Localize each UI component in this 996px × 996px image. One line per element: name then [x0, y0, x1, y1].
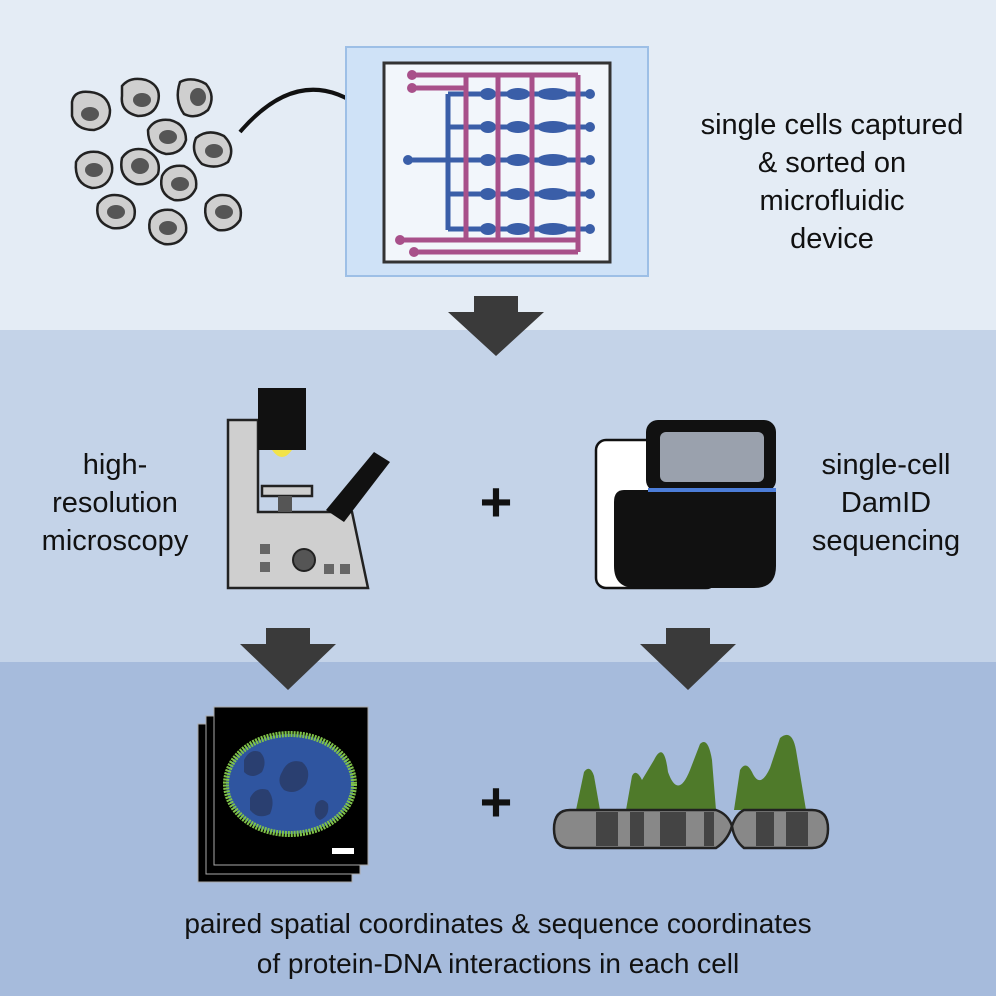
- microscopy-label: high- resolution microscopy: [41, 449, 189, 557]
- magenta-channels: [395, 70, 581, 257]
- cell: [74, 150, 114, 190]
- blue-channels: [403, 88, 595, 235]
- cells-group: [70, 77, 243, 246]
- nucleus-image-stack: [197, 706, 369, 883]
- capture-label: single cells captured & sorted on microf…: [700, 109, 964, 255]
- cell: [96, 193, 136, 230]
- cell: [148, 208, 188, 246]
- sequencer-icon: [594, 420, 776, 590]
- cell: [120, 147, 160, 186]
- result-caption: paired spatial coordinates & sequence co…: [184, 908, 812, 979]
- cell: [176, 78, 213, 118]
- scale-bar: [332, 848, 354, 854]
- down-arrow-right: [640, 628, 736, 690]
- cell: [192, 131, 233, 168]
- plus-symbol: +: [479, 470, 513, 533]
- down-arrow-left: [240, 628, 336, 690]
- panel-output: [0, 662, 996, 996]
- chromosome-icon: [552, 808, 830, 850]
- cell: [204, 193, 243, 232]
- plus-symbol: +: [479, 770, 513, 833]
- panel-measurement: [0, 330, 996, 662]
- cell: [70, 90, 112, 132]
- down-arrow: [448, 296, 544, 356]
- microscope-icon: [226, 388, 390, 590]
- cell: [120, 77, 160, 118]
- cell: [146, 118, 188, 156]
- damid-signal: [576, 734, 806, 810]
- sequencing-label: single-cell DamID sequencing: [811, 449, 961, 557]
- cell: [160, 164, 198, 202]
